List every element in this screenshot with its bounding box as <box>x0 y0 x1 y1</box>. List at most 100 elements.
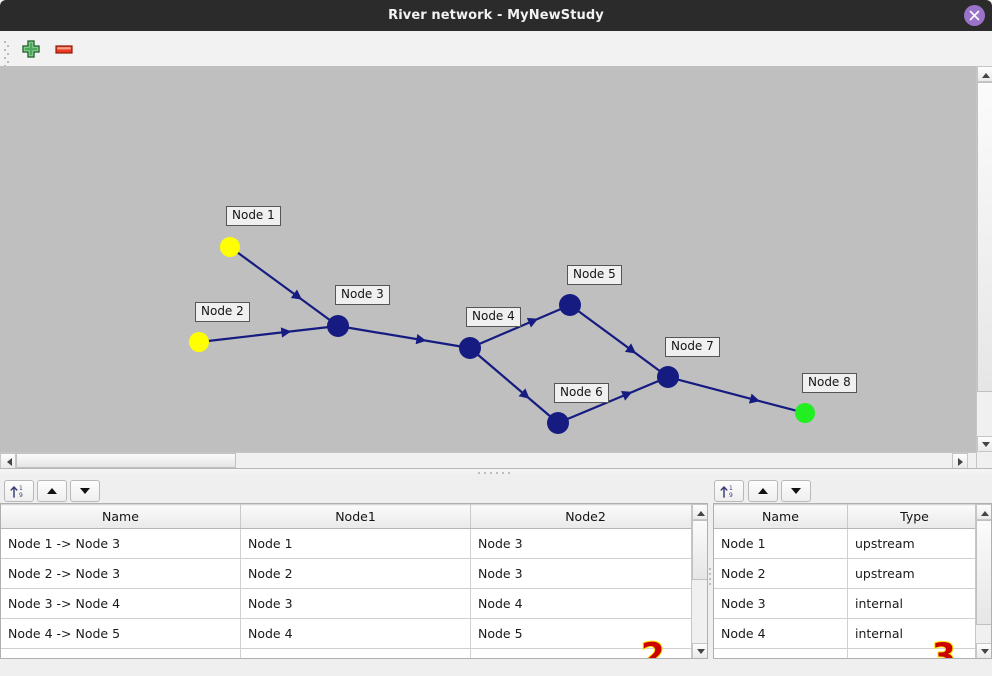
table-cell[interactable]: Node 5 <box>470 618 701 649</box>
table-cell[interactable]: Node 4 -> Node 5 <box>1 618 241 649</box>
graph-scroll-right-button[interactable] <box>952 453 968 469</box>
graph-edge[interactable] <box>677 378 797 412</box>
table-row-empty[interactable] <box>1 648 701 658</box>
graph-node-node-2[interactable] <box>189 332 209 352</box>
graph-node-node-1[interactable] <box>220 237 240 257</box>
nodes-scroll-up-button[interactable] <box>976 504 991 520</box>
graph-node-node-6[interactable] <box>547 412 569 434</box>
reaches-table-scrollbar[interactable] <box>691 504 707 658</box>
column-header-type[interactable]: Type <box>847 504 982 529</box>
graph-vertical-scroll-thumb[interactable] <box>977 82 992 392</box>
table-cell[interactable]: Node 4 <box>470 588 701 619</box>
column-header-node2[interactable]: Node2 <box>470 504 701 529</box>
graph-edge[interactable] <box>566 379 660 421</box>
graph-horizontal-scrollbar[interactable] <box>0 452 976 469</box>
table-cell[interactable]: Node 2 <box>240 558 471 589</box>
column-header-node1[interactable]: Node1 <box>240 504 471 529</box>
table-cell[interactable]: Node 3 <box>240 588 471 619</box>
graph-node-label-node-6[interactable]: Node 6 <box>554 383 609 403</box>
graph-edge[interactable] <box>476 353 552 418</box>
table-cell[interactable]: Node 3 -> Node 4 <box>1 588 241 619</box>
horizontal-splitter[interactable] <box>0 468 992 477</box>
toolbar-grip[interactable] <box>4 39 9 71</box>
graph-horizontal-scroll-thumb[interactable] <box>16 453 236 468</box>
graph-node-label-node-8[interactable]: Node 8 <box>802 373 857 393</box>
table-cell[interactable]: upstream <box>847 528 982 559</box>
graph-edge[interactable] <box>347 326 461 348</box>
table-cell[interactable]: Node 1 <box>240 528 471 559</box>
reaches-scroll-up-button[interactable] <box>692 504 707 520</box>
network-graph-panel: Node 1 Node 2 Node 3 Node 4 Node 5 Node 6 Node… <box>0 66 992 469</box>
table-cell-empty <box>240 648 471 658</box>
table-cell[interactable]: Node 3 <box>470 558 701 589</box>
nodes-scroll-thumb[interactable] <box>976 520 991 625</box>
nodes-scroll-down-button[interactable] <box>976 643 991 658</box>
network-graph-canvas[interactable]: Node 1 Node 2 Node 3 Node 4 Node 5 Node 6 Node… <box>0 66 976 452</box>
vertical-splitter[interactable] <box>708 476 713 676</box>
table-cell[interactable]: upstream <box>847 558 982 589</box>
nodes-move-up-button[interactable] <box>748 480 778 502</box>
reaches-sort-button[interactable]: 1 9 <box>4 480 34 502</box>
table-cell[interactable]: internal <box>847 618 982 649</box>
graph-vertical-scrollbar[interactable] <box>976 66 992 468</box>
graph-node-label-node-7[interactable]: Node 7 <box>665 337 720 357</box>
graph-node-label-node-5[interactable]: Node 5 <box>567 265 622 285</box>
table-cell[interactable]: Node 4 <box>240 618 471 649</box>
graph-node-label-node-4[interactable]: Node 4 <box>466 307 521 327</box>
graph-node-node-3[interactable] <box>327 315 349 337</box>
graph-node-node-8[interactable] <box>795 403 815 423</box>
graph-node-label-node-1[interactable]: Node 1 <box>226 206 281 226</box>
graph-edge-arrow <box>621 390 633 401</box>
table-cell[interactable]: Node 2 <box>714 558 848 589</box>
graph-node-node-5[interactable] <box>559 294 581 316</box>
graph-edge[interactable] <box>236 251 331 321</box>
annotation-3: 3 <box>931 635 957 659</box>
graph-scroll-up-button[interactable] <box>977 66 992 82</box>
window-titlebar: River network - MyNewStudy <box>0 0 992 31</box>
graph-node-label-node-2[interactable]: Node 2 <box>195 302 250 322</box>
table-cell[interactable]: Node 1 -> Node 3 <box>1 528 241 559</box>
table-cell[interactable]: Node 4 <box>714 618 848 649</box>
delete-node-icon[interactable] <box>53 38 75 60</box>
nodes-table-scrollbar[interactable] <box>975 504 991 658</box>
graph-node-node-7[interactable] <box>657 366 679 388</box>
graph-scroll-left-button[interactable] <box>0 453 16 469</box>
graph-node-node-4[interactable] <box>459 337 481 359</box>
table-cell[interactable]: Node 3 <box>470 528 701 559</box>
graph-scroll-down-button[interactable] <box>977 436 992 452</box>
svg-text:9: 9 <box>729 492 733 499</box>
table-cell[interactable]: internal <box>847 588 982 619</box>
close-icon[interactable] <box>964 5 985 26</box>
reaches-scroll-down-button[interactable] <box>692 643 707 658</box>
table-cell[interactable]: Node 1 <box>714 528 848 559</box>
table-cell[interactable]: Node 2 -> Node 3 <box>1 558 241 589</box>
reaches-move-down-button[interactable] <box>70 480 100 502</box>
add-node-icon[interactable] <box>20 38 42 60</box>
reaches-scroll-thumb[interactable] <box>692 520 707 580</box>
column-header-name[interactable]: Name <box>1 504 241 529</box>
nodes-sort-button[interactable]: 1 9 <box>714 480 744 502</box>
graph-edge[interactable] <box>207 326 329 343</box>
table-cell-empty <box>470 648 701 658</box>
graph-node-label-node-3[interactable]: Node 3 <box>335 285 390 305</box>
graph-edge-arrow <box>748 393 760 404</box>
table-cell[interactable]: Node 3 <box>714 588 848 619</box>
column-header-name[interactable]: Name <box>714 504 848 529</box>
nodes-move-down-button[interactable] <box>781 480 811 502</box>
graph-edge[interactable] <box>577 310 661 372</box>
reaches-move-up-button[interactable] <box>37 480 67 502</box>
